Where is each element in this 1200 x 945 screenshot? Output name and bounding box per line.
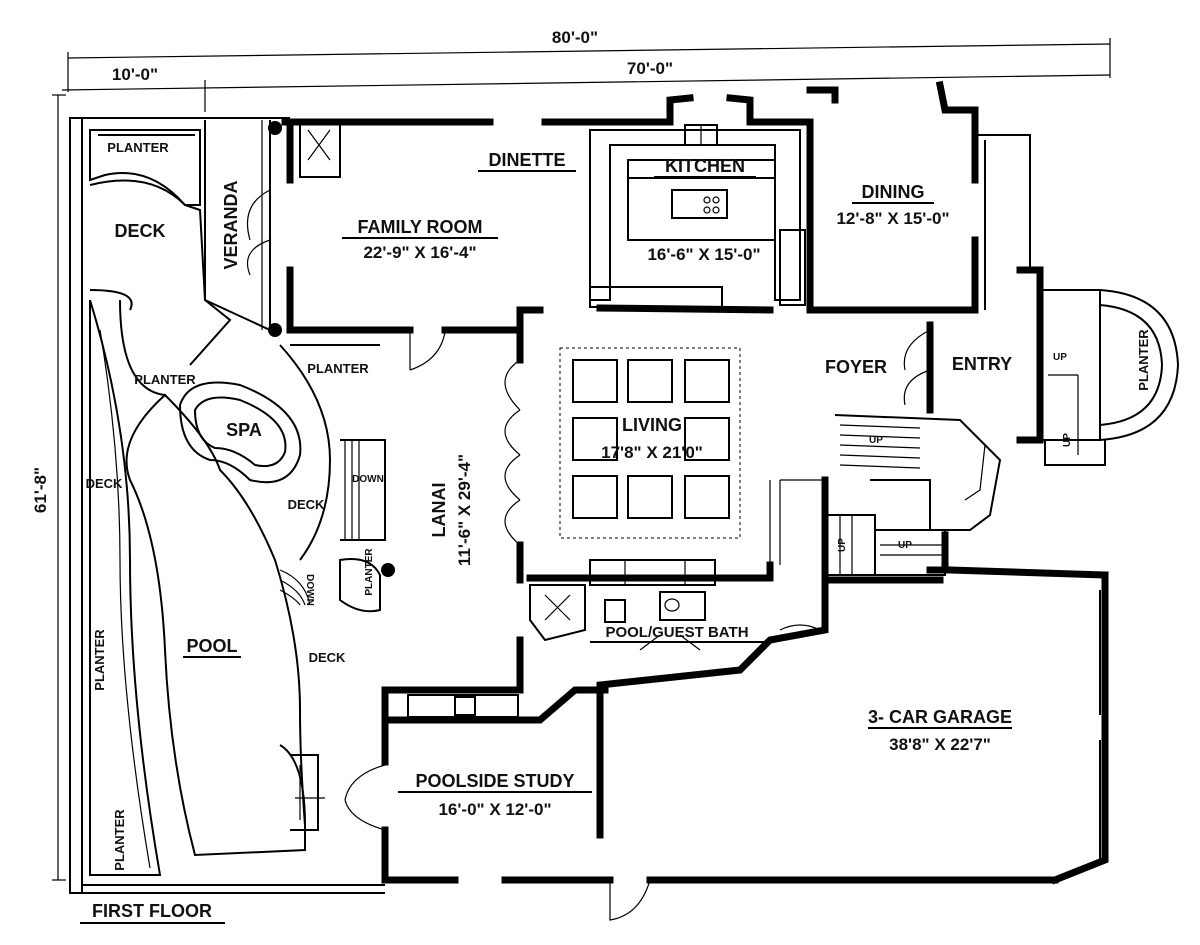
stairs bbox=[828, 414, 1002, 576]
spa-shape bbox=[178, 381, 302, 484]
planter-lanai-label: PLANTER bbox=[307, 361, 369, 376]
planter-side1-label: PLANTER bbox=[92, 629, 107, 691]
deck-mid-label: DECK bbox=[288, 497, 325, 512]
down-label-1: DOWN bbox=[352, 474, 384, 485]
kitchen-size: 16'-6" X 15'-0" bbox=[647, 245, 760, 264]
dinette-label: DINETTE bbox=[488, 150, 565, 170]
up-label-4: UP bbox=[1053, 352, 1067, 363]
deck-top-label: DECK bbox=[114, 221, 165, 241]
veranda-label: VERANDA bbox=[221, 180, 241, 269]
family-room-fixtures bbox=[246, 121, 446, 577]
planter-side2-label: PLANTER bbox=[112, 809, 127, 871]
pool-guest-bath-label: POOL/GUEST BATH bbox=[605, 624, 748, 641]
entry-stoop bbox=[1040, 289, 1180, 466]
lanai-label: LANAI bbox=[429, 483, 449, 538]
bath-fixtures bbox=[407, 559, 821, 718]
deck-left-label: DECK bbox=[86, 476, 123, 491]
side-planter bbox=[89, 299, 162, 876]
doors bbox=[344, 479, 1101, 921]
patio-outline bbox=[69, 117, 385, 894]
pool-shape bbox=[119, 299, 325, 857]
deck-pool-label: DECK bbox=[309, 650, 346, 665]
dining-bay bbox=[975, 134, 1031, 310]
dimension-lines bbox=[52, 38, 1111, 881]
depth-dim: 61'-8" bbox=[31, 467, 50, 513]
kitchen-label: KITCHEN bbox=[665, 156, 745, 176]
planter-top-label: PLANTER bbox=[107, 140, 169, 155]
entry-label: ENTRY bbox=[952, 354, 1012, 374]
lanai-size: 11'-6" X 29'-4" bbox=[455, 454, 474, 566]
dining-size: 12'-8" X 15'-0" bbox=[836, 209, 949, 228]
living-label: LIVING bbox=[622, 415, 682, 435]
foyer-label: FOYER bbox=[825, 357, 887, 377]
poolside-study-label: POOLSIDE STUDY bbox=[415, 771, 574, 791]
up-label-5: UP bbox=[1062, 433, 1073, 447]
up-label-1: UP bbox=[869, 435, 883, 446]
poolside-study-size: 16'-0" X 12'-0" bbox=[438, 800, 551, 819]
pool-label: POOL bbox=[186, 636, 237, 656]
up-label-3: UP bbox=[837, 538, 848, 552]
family-room-label: FAMILY ROOM bbox=[357, 217, 482, 237]
house-walls bbox=[281, 80, 1109, 885]
lanai-deck-lines bbox=[279, 344, 386, 613]
left-section-dim: 10'-0" bbox=[112, 65, 158, 84]
garage-size: 38'8" X 22'7" bbox=[889, 735, 991, 754]
right-section-dim: 70'-0" bbox=[627, 59, 673, 78]
planter-round-label: PLANTER bbox=[364, 548, 375, 596]
planter-left-label: PLANTER bbox=[134, 372, 196, 387]
up-label-2: UP bbox=[898, 540, 912, 551]
living-ceiling bbox=[504, 329, 931, 546]
family-room-size: 22'-9" X 16'-4" bbox=[363, 243, 476, 262]
overall-width-dim: 80'-0" bbox=[552, 28, 598, 47]
floor-title: FIRST FLOOR bbox=[92, 901, 212, 921]
planter-entry-label: PLANTER bbox=[1136, 329, 1151, 391]
dining-label: DINING bbox=[862, 182, 925, 202]
garage-label: 3- CAR GARAGE bbox=[868, 707, 1012, 727]
living-size: 17'8" X 21'0" bbox=[601, 443, 703, 462]
spa-label: SPA bbox=[226, 420, 262, 440]
kitchen-fixtures bbox=[299, 121, 806, 308]
down-label-2: DOWN bbox=[304, 574, 315, 606]
